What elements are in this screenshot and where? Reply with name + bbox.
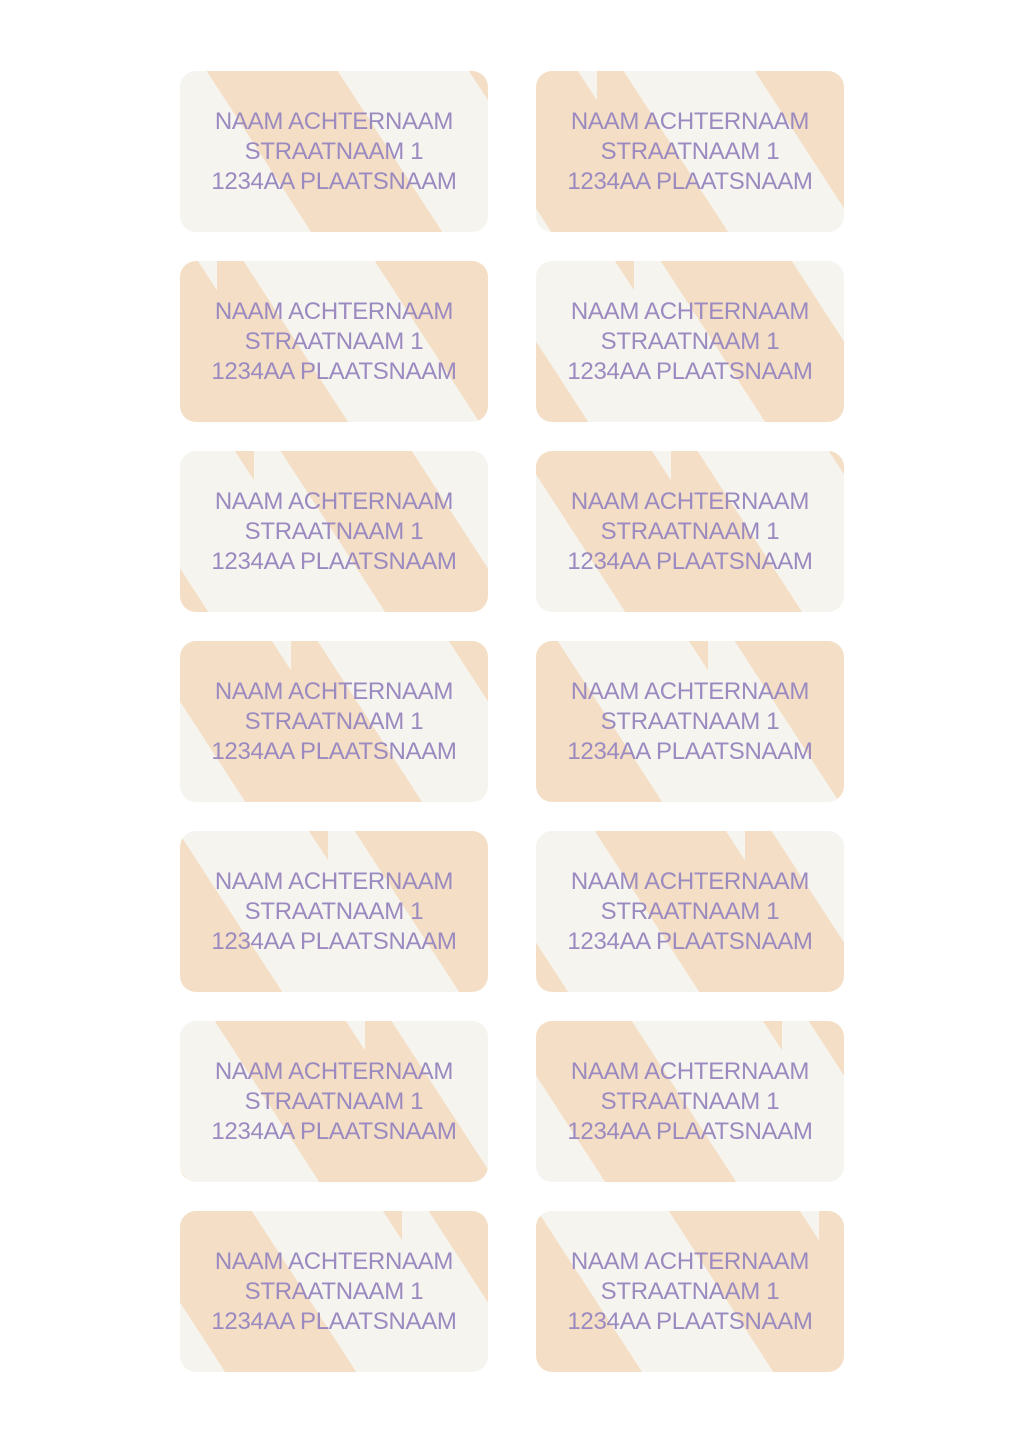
address-city: 1234AA PLAATSNAAM — [211, 547, 457, 575]
address-city: 1234AA PLAATSNAAM — [211, 1307, 457, 1335]
address-city: 1234AA PLAATSNAAM — [567, 1117, 813, 1145]
address-street: STRAATNAAM 1 — [244, 707, 424, 735]
address-city: 1234AA PLAATSNAAM — [567, 927, 813, 955]
address-name: NAAM ACHTERNAAM — [214, 487, 454, 515]
address-city: 1234AA PLAATSNAAM — [567, 547, 813, 575]
address-name: NAAM ACHTERNAAM — [570, 1247, 810, 1275]
address-name: NAAM ACHTERNAAM — [570, 487, 810, 515]
address-city: 1234AA PLAATSNAAM — [211, 927, 457, 955]
address-name: NAAM ACHTERNAAM — [214, 107, 454, 135]
address-city: 1234AA PLAATSNAAM — [567, 357, 813, 385]
address-name: NAAM ACHTERNAAM — [214, 677, 454, 705]
address-street: STRAATNAAM 1 — [244, 897, 424, 925]
address-name: NAAM ACHTERNAAM — [214, 867, 454, 895]
address-name: NAAM ACHTERNAAM — [214, 1057, 454, 1085]
address-name: NAAM ACHTERNAAM — [570, 107, 810, 135]
address-street: STRAATNAAM 1 — [600, 327, 780, 355]
address-name: NAAM ACHTERNAAM — [570, 867, 810, 895]
address-street: STRAATNAAM 1 — [600, 137, 780, 165]
address-street: STRAATNAAM 1 — [600, 897, 780, 925]
address-street: STRAATNAAM 1 — [600, 517, 780, 545]
address-city: 1234AA PLAATSNAAM — [567, 1307, 813, 1335]
address-street: STRAATNAAM 1 — [600, 707, 780, 735]
address-name: NAAM ACHTERNAAM — [570, 1057, 810, 1085]
address-city: 1234AA PLAATSNAAM — [211, 357, 457, 385]
address-street: STRAATNAAM 1 — [244, 137, 424, 165]
address-street: STRAATNAAM 1 — [600, 1277, 780, 1305]
address-city: 1234AA PLAATSNAAM — [567, 167, 813, 195]
address-street: STRAATNAAM 1 — [244, 517, 424, 545]
address-city: 1234AA PLAATSNAAM — [211, 737, 457, 765]
address-name: NAAM ACHTERNAAM — [570, 677, 810, 705]
address-street: STRAATNAAM 1 — [244, 327, 424, 355]
address-street: STRAATNAAM 1 — [600, 1087, 780, 1115]
address-street: STRAATNAAM 1 — [244, 1087, 424, 1115]
address-name: NAAM ACHTERNAAM — [214, 1247, 454, 1275]
address-street: STRAATNAAM 1 — [244, 1277, 424, 1305]
address-city: 1234AA PLAATSNAAM — [211, 167, 457, 195]
address-city: 1234AA PLAATSNAAM — [211, 1117, 457, 1145]
address-city: 1234AA PLAATSNAAM — [567, 737, 813, 765]
address-name: NAAM ACHTERNAAM — [570, 297, 810, 325]
address-name: NAAM ACHTERNAAM — [214, 297, 454, 325]
